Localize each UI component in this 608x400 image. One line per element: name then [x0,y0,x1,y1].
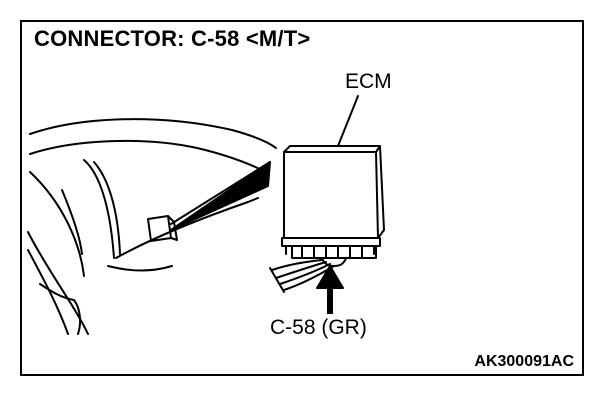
dash-lower-panel [115,197,259,259]
instrument-panel-illustration [27,118,277,335]
harness-strand-2 [275,261,327,279]
ecm-unit [281,145,385,267]
connector-housing [291,245,377,259]
column-cover [61,189,83,255]
dash-top-edge [29,118,277,149]
harness-strand-1 [271,259,323,271]
steering-column [39,283,82,335]
cluster-hood [83,159,115,259]
dash-bottom-edge [107,265,173,272]
ecm-side-face [375,145,385,239]
pointer-wedge-upper-ray [170,161,271,225]
harness-end [269,267,285,293]
ecm-leader-line [337,95,359,147]
ecm-location-marker [147,161,271,242]
connector-location-drawing [27,95,385,335]
cluster-hood-inner [93,161,121,255]
arrow-head [316,265,344,289]
ecm-base-lip [281,237,381,247]
connector-arrow [316,265,344,314]
figure-id: AK300091AC [474,353,574,370]
pointer-wedge [170,161,271,231]
ecm-mount-bracket [285,245,375,255]
diagram-title: CONNECTOR: C-58 <M/T> [34,26,311,51]
connector-label: C-58 (GR) [270,316,367,339]
harness-strand-3 [279,263,331,285]
diagram-frame: CONNECTOR: C-58 <M/T> [20,20,584,376]
ecm-front-face [283,151,379,239]
steering-wheel-rim [27,249,69,335]
connector-pins [301,245,363,259]
location-box-face [167,215,178,241]
dash-upper-contour [29,139,267,173]
dash-side-arc [29,171,85,277]
ecm-label: ECM [345,70,392,93]
steering-wheel-outer [27,231,89,335]
